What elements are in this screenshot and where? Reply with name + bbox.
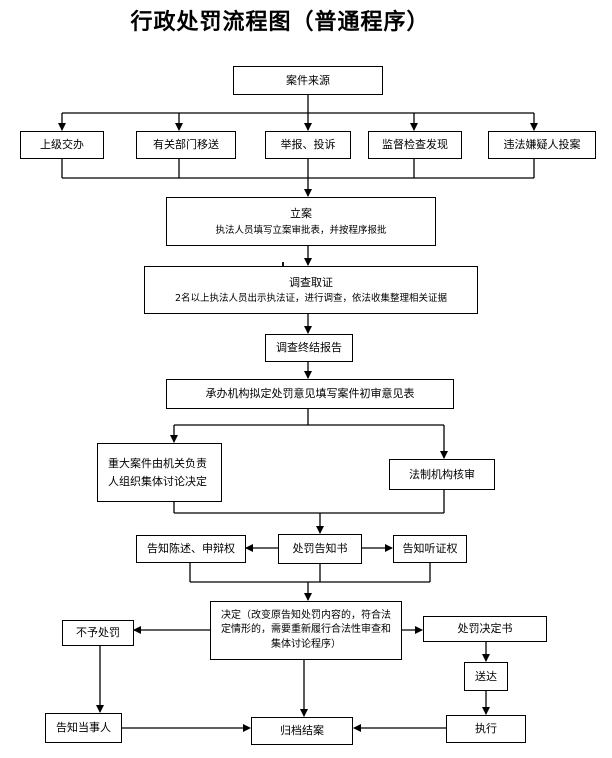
archive-box: 归档结案 bbox=[251, 717, 353, 745]
inspection-discovery-label: 监督检查发现 bbox=[382, 138, 448, 152]
final-report-label: 调查终结报告 bbox=[276, 341, 342, 355]
archive-label: 归档结案 bbox=[280, 724, 324, 738]
delivery-box: 送达 bbox=[464, 662, 508, 691]
penalty-opinion-box: 承办机构拟定处罚意见填写案件初审意见表 bbox=[166, 379, 454, 409]
legal-review-box: 法制机构核审 bbox=[389, 459, 495, 490]
major-case-box: 重大案件由机关负责 人组织集体讨论决定 bbox=[97, 443, 222, 502]
major-case-line2: 人组织集体讨论决定 bbox=[108, 474, 207, 488]
final-report-box: 调查终结报告 bbox=[265, 334, 353, 362]
report-complaint-box: 举报、投诉 bbox=[265, 131, 351, 159]
inspection-discovery-box: 监督检查发现 bbox=[368, 131, 462, 159]
penalty-notice-box: 处罚告知书 bbox=[278, 534, 362, 564]
execute-label: 执行 bbox=[475, 722, 497, 736]
decision-box: 决定（改变原告知处罚内容的，符合法定情形的，需要重新履行合法性审查和集体讨论程序… bbox=[210, 601, 402, 660]
delivery-label: 送达 bbox=[475, 669, 497, 683]
department-transfer-label: 有关部门移送 bbox=[153, 138, 219, 152]
case-source-label: 案件来源 bbox=[286, 73, 330, 87]
report-complaint-label: 举报、投诉 bbox=[280, 138, 336, 152]
superior-assignment-label: 上级交办 bbox=[40, 138, 84, 152]
filing-label: 立案 bbox=[290, 207, 312, 221]
notify-party-box: 告知当事人 bbox=[45, 713, 122, 743]
decision-label: 决定（改变原告知处罚内容的，符合法定情形的，需要重新履行合法性审查和集体讨论程序… bbox=[221, 609, 391, 650]
notify-hearing-label: 告知听证权 bbox=[402, 542, 458, 556]
investigation-note: 2名以上执法人员出示执法证，进行调查，依法收集整理相关证据 bbox=[174, 293, 448, 305]
filing-box: 立案 执法人员填写立案审批表，并按程序报批 bbox=[166, 197, 436, 246]
suspect-surrender-box: 违法嫌疑人投案 bbox=[488, 131, 596, 159]
notify-defense-label: 告知陈述、申辩权 bbox=[147, 542, 235, 556]
department-transfer-box: 有关部门移送 bbox=[136, 131, 236, 159]
execute-box: 执行 bbox=[446, 715, 526, 743]
penalty-opinion-label: 承办机构拟定处罚意见填写案件初审意见表 bbox=[205, 387, 415, 401]
no-penalty-label: 不予处罚 bbox=[76, 626, 120, 640]
penalty-notice-label: 处罚告知书 bbox=[292, 542, 348, 556]
legal-review-label: 法制机构核审 bbox=[409, 467, 475, 481]
penalty-decision-label: 处罚决定书 bbox=[457, 622, 513, 636]
investigation-box: 调查取证 2名以上执法人员出示执法证，进行调查，依法收集整理相关证据 bbox=[144, 266, 478, 314]
case-source-box: 案件来源 bbox=[233, 66, 383, 95]
notify-defense-box: 告知陈述、申辩权 bbox=[136, 535, 246, 563]
penalty-decision-box: 处罚决定书 bbox=[423, 616, 547, 642]
notify-hearing-box: 告知听证权 bbox=[393, 535, 467, 563]
page-title: 行政处罚流程图（普通程序） bbox=[130, 9, 430, 35]
notify-party-label: 告知当事人 bbox=[56, 721, 111, 735]
major-case-line1: 重大案件由机关负责 bbox=[108, 456, 207, 470]
filing-note: 执法人员填写立案审批表，并按程序报批 bbox=[215, 224, 387, 236]
superior-assignment-box: 上级交办 bbox=[20, 131, 104, 159]
suspect-surrender-label: 违法嫌疑人投案 bbox=[503, 138, 581, 152]
investigation-label: 调查取证 bbox=[289, 275, 333, 289]
no-penalty-box: 不予处罚 bbox=[62, 620, 134, 646]
